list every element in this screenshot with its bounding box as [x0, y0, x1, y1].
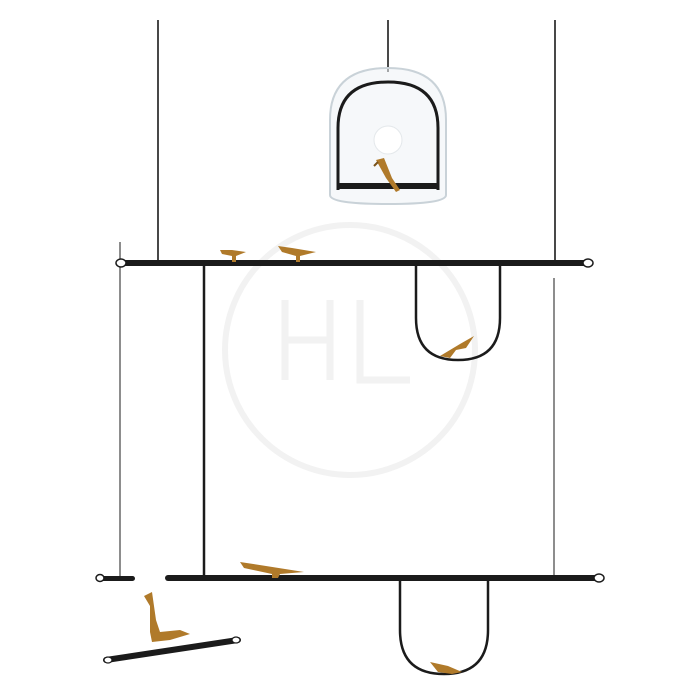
tilted-hanging-bar — [103, 636, 241, 664]
brass-bird-icon — [144, 592, 190, 642]
suspension-wires — [119, 20, 556, 578]
brass-bird-icon — [373, 158, 400, 192]
brass-bird-icon — [430, 662, 462, 674]
glass-dome-pendant — [329, 66, 447, 206]
brass-bird-icon — [220, 250, 246, 262]
brass-bird-icon — [440, 336, 474, 358]
brass-bird-icon — [240, 562, 304, 578]
lower-horizontal-bar — [95, 573, 605, 676]
brass-bird-icon — [278, 246, 316, 262]
logo-watermark-icon — [222, 222, 478, 478]
upper-horizontal-bar — [115, 258, 594, 362]
